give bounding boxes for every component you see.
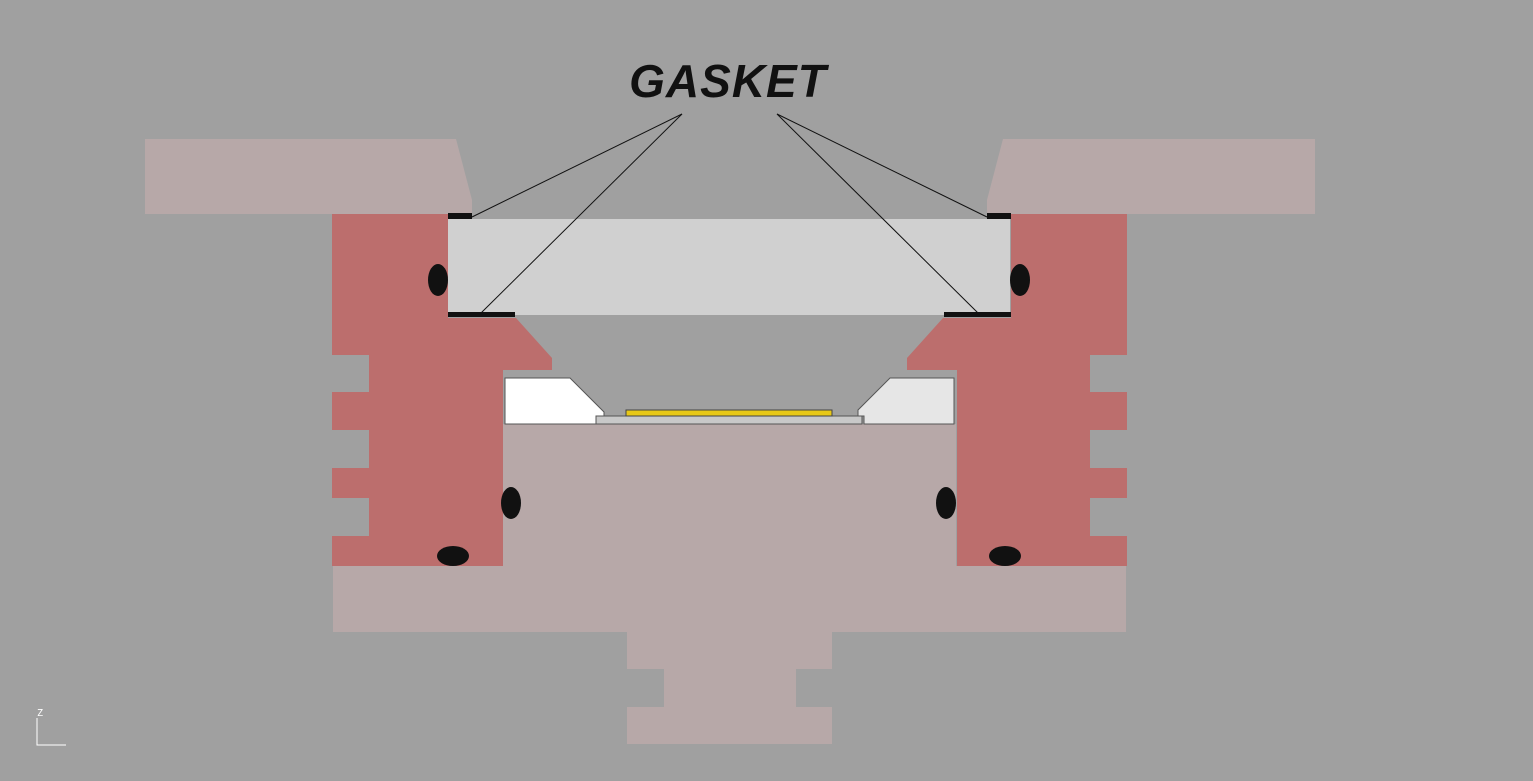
o-ring-lower-right	[989, 546, 1021, 566]
leader-line-bottom-right	[776, 113, 979, 314]
axis-indicator-label: Z	[37, 708, 43, 719]
o-ring-upper-right	[1010, 264, 1030, 296]
sensor-chip	[625, 409, 833, 417]
right-retainer-body	[907, 214, 1127, 566]
top-right-cover-plate	[987, 139, 1315, 214]
leader-line-bottom-left	[480, 113, 683, 314]
gasket-callout-label: GASKET	[629, 55, 830, 107]
left-retainer-body	[332, 214, 552, 566]
o-ring-lower-left	[437, 546, 469, 566]
left-clip	[504, 377, 605, 425]
inner-housing	[333, 424, 1126, 744]
top-left-cover-plate	[145, 139, 472, 214]
o-ring-upper-left	[428, 264, 448, 296]
leader-line-top-right	[776, 113, 988, 218]
gasket-bottom-left	[448, 312, 515, 317]
right-clip	[857, 377, 955, 425]
leader-line-top-left	[471, 113, 683, 218]
gasket-bottom-right	[944, 312, 1011, 317]
o-ring-middle-left	[501, 487, 521, 519]
gasket-leader-lines	[471, 113, 988, 314]
gasket-top-left	[448, 213, 472, 219]
gasket-top-right	[987, 213, 1011, 219]
window-lens	[448, 219, 1010, 315]
axis-indicator-icon	[36, 718, 66, 746]
sensor-base	[595, 415, 863, 425]
o-ring-middle-right	[936, 487, 956, 519]
